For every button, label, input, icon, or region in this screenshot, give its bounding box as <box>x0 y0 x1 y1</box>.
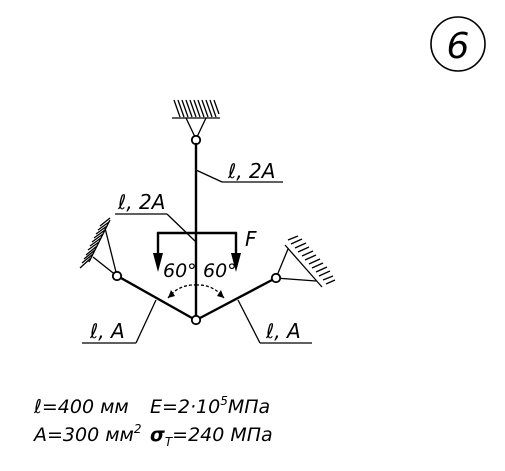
leader-right <box>237 299 261 344</box>
angle-right-label: 60° <box>203 260 237 282</box>
right-hatching <box>287 235 336 285</box>
left-support <box>79 217 123 282</box>
problem-number-badge: 6 <box>430 16 486 72</box>
param-modulus: E=2·105МПа <box>150 394 270 418</box>
leader-left <box>135 299 157 344</box>
left-hatching <box>79 217 111 269</box>
param-area: A=300 мм2 <box>32 422 142 446</box>
rod-left-label: ℓ, A <box>89 319 125 343</box>
rod-left <box>119 276 194 320</box>
force-label: F <box>245 227 257 251</box>
angle-left-label: 60° <box>163 260 197 282</box>
rod-right <box>198 278 274 320</box>
force-arrow-left <box>153 231 163 272</box>
top-support <box>172 99 220 146</box>
left-hinge <box>111 270 123 282</box>
rod-top-right-label: ℓ, 2A <box>227 159 275 183</box>
rod-right-label: ℓ, A <box>265 319 301 343</box>
parameters-block: ℓ=400 мм A=300 мм2 E=2·105МПа σT=240 МПа <box>32 394 273 449</box>
rod-top-left-label: ℓ, 2A <box>117 190 165 214</box>
param-yield-stress: σT=240 МПа <box>150 424 273 449</box>
leader-top-left <box>166 213 197 243</box>
leader-top-right <box>195 169 223 183</box>
problem-number: 6 <box>447 26 470 67</box>
param-length: ℓ=400 мм <box>33 396 129 418</box>
center-node <box>190 314 202 326</box>
right-support <box>270 235 336 288</box>
top-hatching <box>173 99 220 118</box>
force-arrow-right <box>231 231 241 272</box>
right-hinge <box>270 272 282 284</box>
angle-arc-right <box>195 284 225 299</box>
